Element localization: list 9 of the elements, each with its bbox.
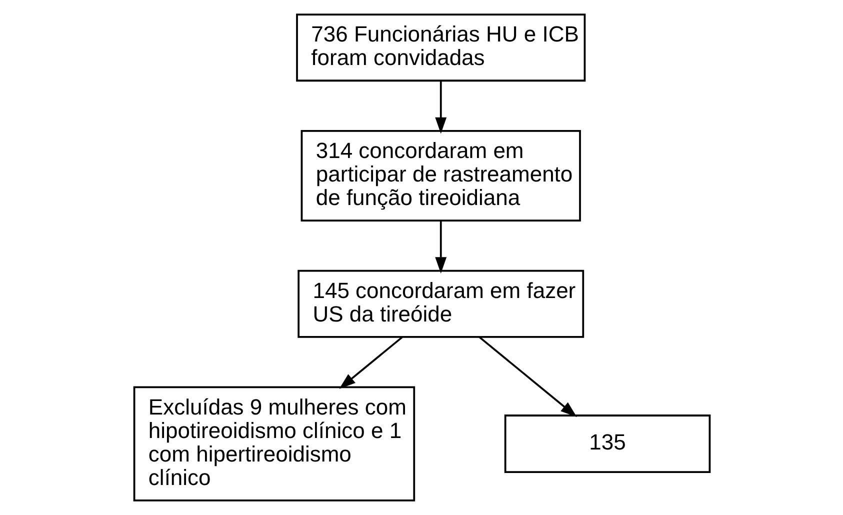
node-box: 314 concordaram em participar de rastreamento de função tireoidiana	[300, 130, 580, 222]
node-box: Excluídas 9 mulheres com hipotireoidismo clínico e 1 com hipertireoidismo clínico	[132, 386, 415, 502]
arrow	[338, 336, 402, 389]
node-box: 736 Funcionárias HU e ICB foram convidadas	[296, 14, 586, 82]
node-box: 145 concordaram em fazer US da tireóide	[297, 270, 584, 338]
arrow	[434, 221, 446, 274]
arrow	[434, 80, 446, 134]
arrow	[478, 336, 576, 418]
node-box: 135	[504, 414, 710, 474]
